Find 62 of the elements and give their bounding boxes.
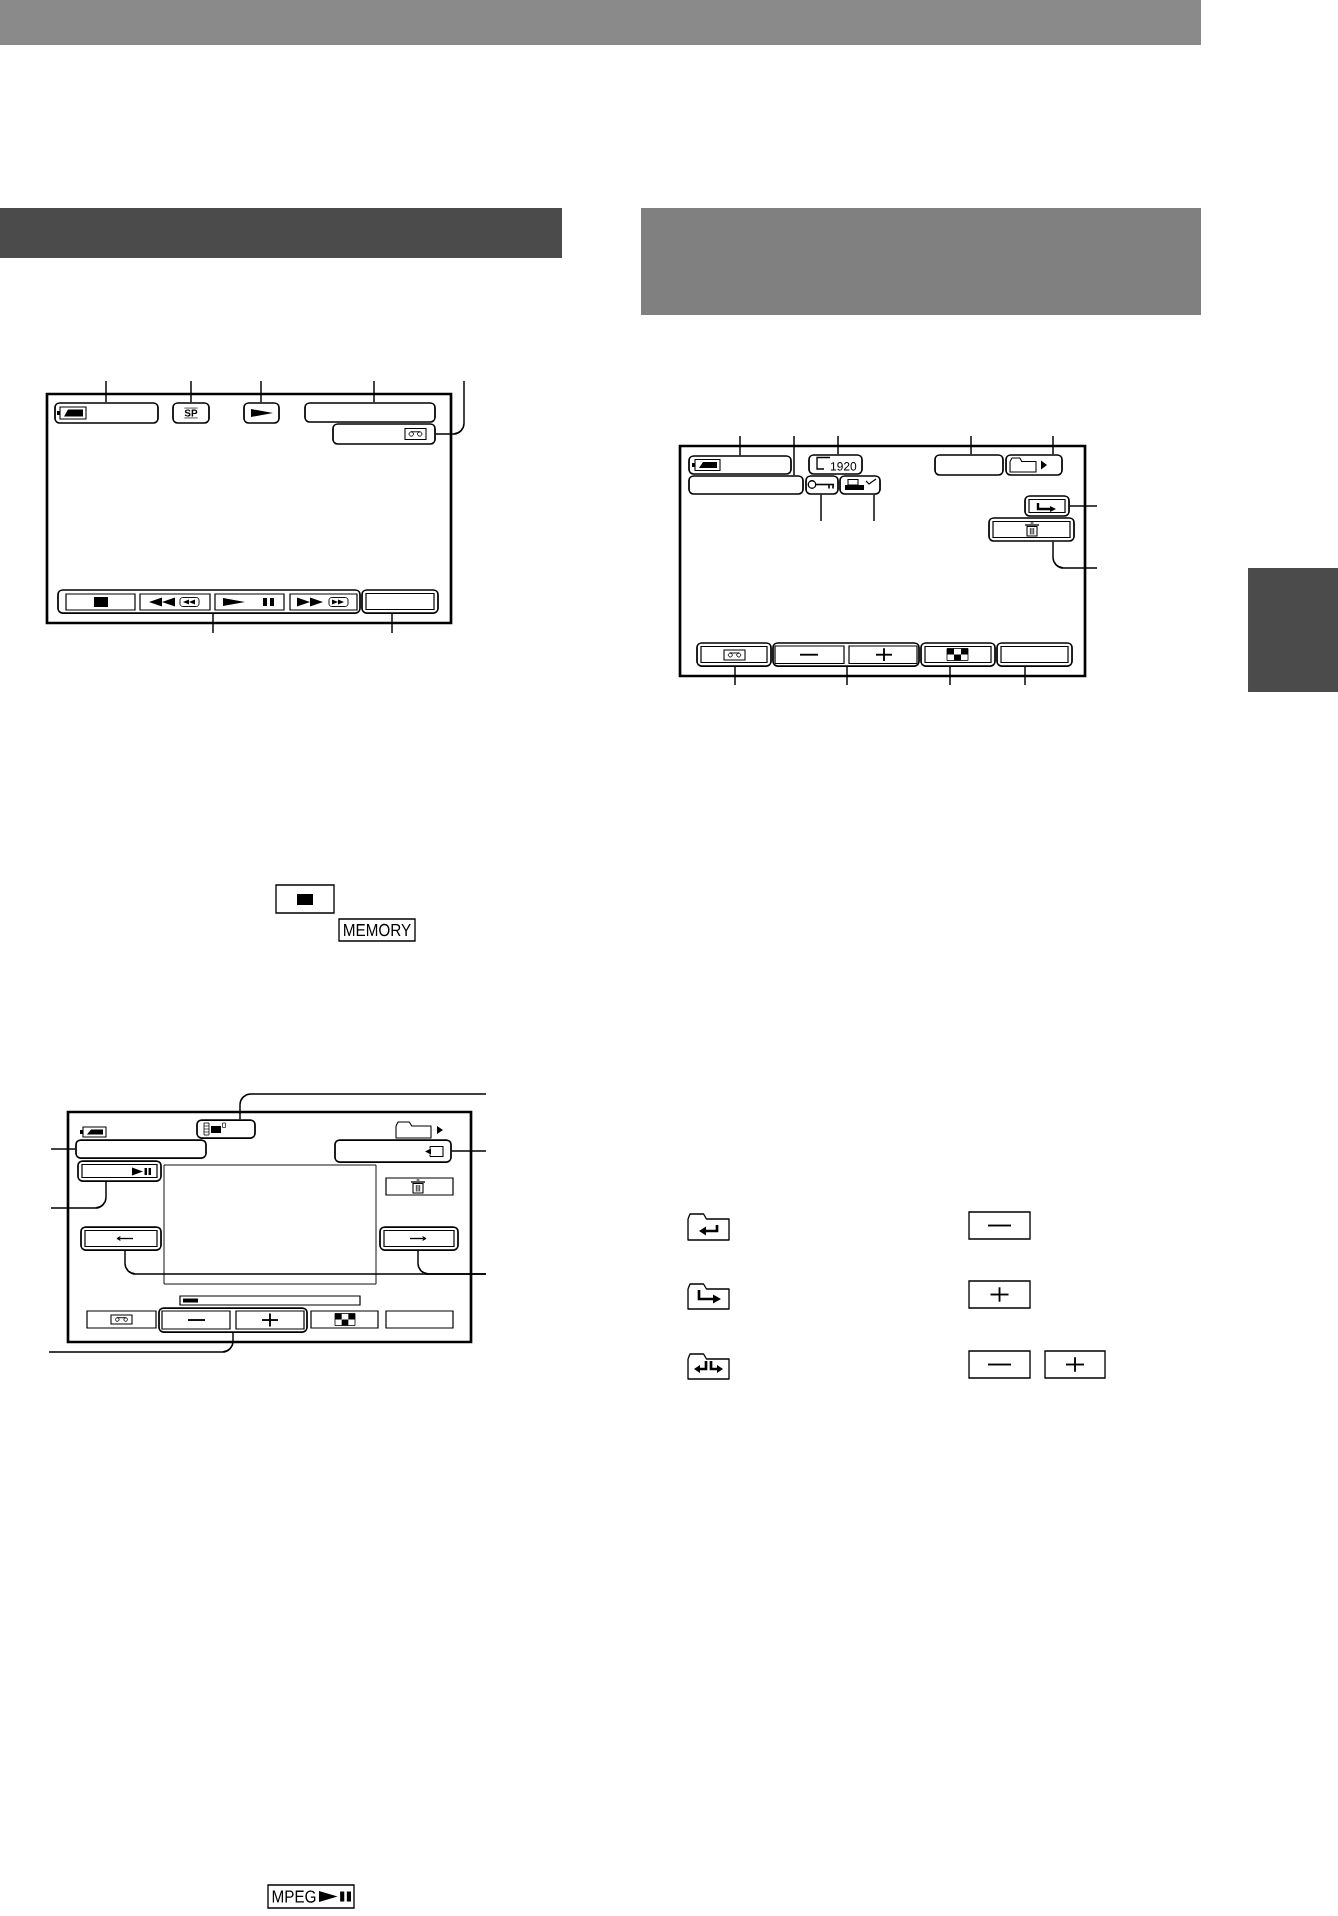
indicator-box bbox=[934, 454, 1004, 476]
indicator-box: SP bbox=[172, 402, 210, 424]
indicator-box bbox=[839, 475, 881, 495]
leader-line bbox=[1024, 666, 1026, 686]
leader-line bbox=[1052, 435, 1054, 455]
button-group bbox=[57, 589, 361, 614]
section-heading-bar bbox=[0, 208, 562, 258]
indicator-box bbox=[304, 402, 436, 423]
leader-line bbox=[48, 1332, 234, 1353]
indicator-box bbox=[75, 1139, 207, 1159]
indicator-box bbox=[243, 402, 280, 424]
lcd-screen bbox=[678, 444, 1087, 678]
indicator-box bbox=[805, 475, 839, 495]
leader-line bbox=[260, 380, 262, 403]
section-heading-bar bbox=[641, 208, 1201, 315]
indicator-box bbox=[54, 402, 159, 424]
leader-line bbox=[239, 1093, 487, 1120]
leader-line bbox=[373, 380, 375, 403]
leader-line bbox=[820, 494, 822, 522]
leader-line bbox=[846, 666, 848, 686]
touch-button bbox=[77, 1160, 162, 1182]
touch-button bbox=[80, 1226, 162, 1251]
side-tab bbox=[1248, 568, 1338, 692]
header-bar bbox=[0, 0, 1201, 45]
touch-button bbox=[988, 517, 1075, 542]
touch-button bbox=[1024, 495, 1070, 517]
touch-button bbox=[920, 642, 996, 667]
lcd-screen bbox=[45, 392, 453, 625]
leader-line bbox=[212, 613, 214, 634]
leader-line bbox=[391, 613, 393, 634]
leader-line bbox=[739, 435, 741, 456]
indicator-box: 1920 bbox=[808, 454, 863, 475]
indicator-box bbox=[688, 475, 804, 495]
touch-button bbox=[379, 1226, 459, 1251]
indicator-box bbox=[196, 1119, 256, 1139]
leader-line bbox=[417, 1250, 487, 1275]
lcd-screen bbox=[66, 1110, 473, 1344]
leader-line bbox=[50, 1148, 76, 1150]
leader-line bbox=[793, 435, 795, 476]
leader-line bbox=[190, 380, 192, 403]
touch-button bbox=[361, 589, 439, 614]
leader-line bbox=[435, 380, 465, 435]
memory-button: MEMORY bbox=[338, 918, 416, 942]
leader-line bbox=[873, 494, 875, 522]
leader-line bbox=[837, 435, 839, 455]
touch-button bbox=[996, 642, 1073, 667]
indicator-box bbox=[688, 455, 792, 475]
button-group bbox=[158, 1307, 308, 1333]
indicator-box bbox=[334, 1139, 452, 1163]
indicator-box bbox=[1005, 454, 1063, 476]
leader-line bbox=[734, 666, 736, 686]
leader-line bbox=[50, 1181, 107, 1209]
mpeg-button: MPEG bbox=[267, 1884, 355, 1909]
touch-button bbox=[696, 642, 772, 667]
leader-line bbox=[451, 1150, 487, 1152]
leader-line bbox=[949, 666, 951, 686]
leader-line bbox=[970, 435, 972, 455]
leader-line bbox=[105, 380, 107, 403]
indicator-box bbox=[332, 423, 436, 445]
button-group bbox=[772, 642, 920, 667]
leader-line bbox=[1069, 505, 1098, 507]
leader-line bbox=[1052, 541, 1098, 569]
